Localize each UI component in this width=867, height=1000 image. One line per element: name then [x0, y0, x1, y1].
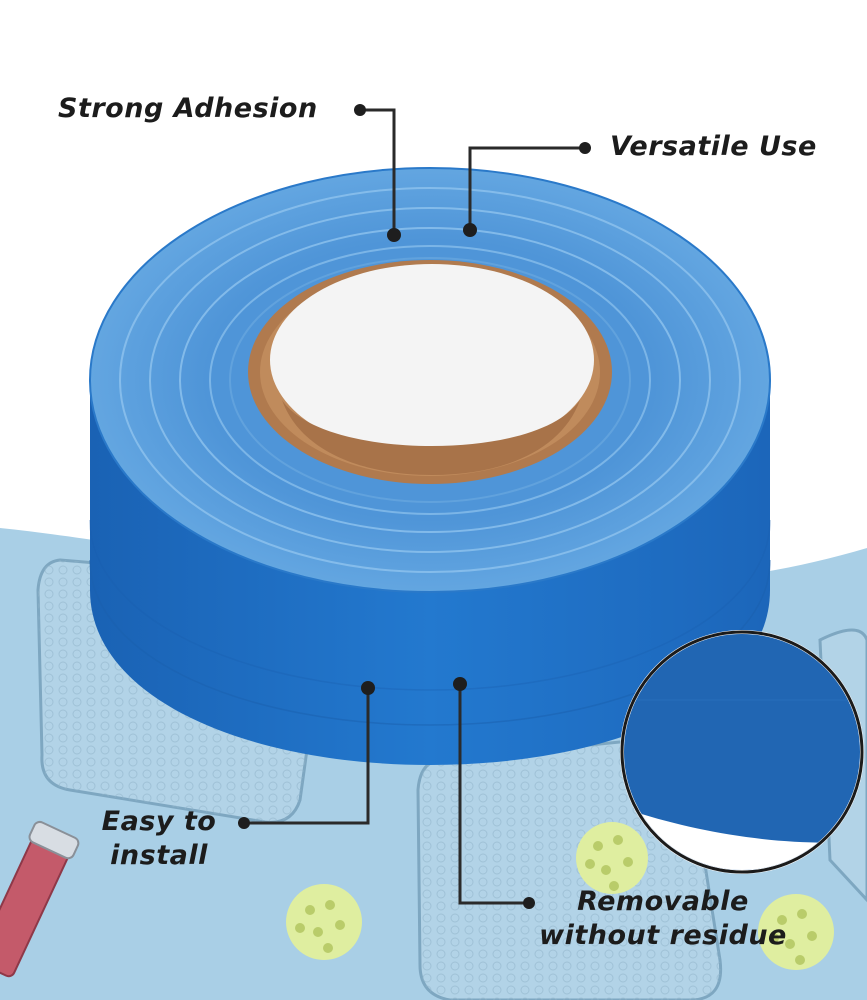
pickleball-ball-2	[576, 822, 648, 894]
tape-roll	[89, 167, 771, 765]
callout-easy-to-install: Easy to install	[84, 805, 234, 873]
pickleball-ball-3	[758, 894, 834, 970]
zoom-detail-circle-icon	[620, 630, 864, 874]
callout-lines	[244, 108, 585, 905]
callout-strong-adhesion: Strong Adhesion	[58, 93, 318, 124]
callout-removable-line1: Removable	[577, 886, 749, 917]
callout-dots	[238, 104, 591, 909]
callout-easy-to-install-line1: Easy to	[101, 806, 217, 837]
callout-easy-to-install-line2: install	[110, 840, 208, 871]
paddle-handle	[0, 820, 80, 978]
callout-removable-line2: without residue	[539, 920, 787, 951]
pickleball-ball-1	[286, 884, 362, 960]
callout-versatile-use: Versatile Use	[610, 131, 817, 162]
callout-removable-without-residue: Removable without residue	[528, 885, 798, 953]
